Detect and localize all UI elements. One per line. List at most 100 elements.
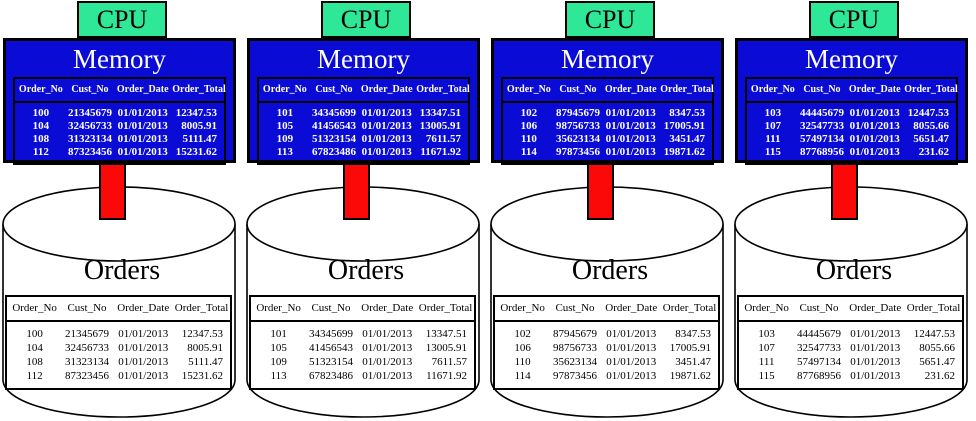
column-header-order-date: Order_Date — [601, 78, 661, 103]
table-cell: 100 — [26, 328, 43, 340]
table-cell: 104 — [26, 342, 43, 354]
table-cell: 7611.57 — [425, 133, 461, 145]
table-cell: 01/01/2013 — [362, 328, 413, 340]
table-cell: 101 — [276, 107, 294, 119]
memory-title: Memory — [73, 44, 166, 74]
table-cell: 01/01/2013 — [117, 133, 168, 145]
table-cell: 01/01/2013 — [849, 107, 900, 119]
table-cell: 35623134 — [553, 356, 597, 368]
orders-title: Orders — [327, 255, 405, 286]
cpu-label: CPU — [96, 4, 148, 34]
column-header-order-date: Order_Date — [113, 78, 173, 103]
table-cell: 97873456 — [553, 370, 597, 382]
table-cell: 01/01/2013 — [850, 328, 901, 340]
table-cell: 8055.66 — [919, 342, 955, 354]
table-cell: 87323456 — [65, 370, 109, 382]
table-cell: 112 — [32, 146, 49, 158]
table-cell: 57497134 — [799, 133, 844, 145]
table-cell: 107 — [758, 342, 775, 354]
orders-table-header: Order_No Cust_No Order_Date Order_Total — [494, 296, 719, 322]
table-cell: 109 — [270, 356, 287, 368]
table-cell: 8005.91 — [187, 342, 223, 354]
column-header-order-no: Order_No — [14, 78, 67, 103]
memory-disk-connector — [343, 158, 370, 220]
table-cell: 115 — [758, 370, 775, 382]
partition-column-4: CPU Memory Order_No Cust_No Order_Date O… — [732, 0, 976, 421]
table-cell: 111 — [765, 133, 781, 145]
table-cell: 31323134 — [67, 133, 112, 145]
cpu-label: CPU — [340, 4, 392, 34]
table-cell: 12347.53 — [181, 328, 223, 340]
column-header-cust-no: Cust_No — [550, 296, 600, 322]
table-cell: 3451.47 — [669, 133, 705, 145]
table-cell: 67823486 — [309, 370, 353, 382]
table-cell: 231.62 — [918, 146, 949, 158]
table-cell: 87945679 — [553, 328, 597, 340]
orders-table-header: Order_No Cust_No Order_Date Order_Total — [6, 296, 231, 322]
table-cell: 01/01/2013 — [361, 133, 412, 145]
column-header-cust-no: Cust_No — [66, 78, 114, 103]
table-cell: 115 — [764, 146, 781, 158]
memory-table-header: Order_No Cust_No Order_Date Order_Total — [502, 78, 714, 103]
column-header-order-total: Order_Total — [904, 78, 958, 103]
column-header-order-total: Order_Total — [418, 296, 475, 322]
table-cell: 103 — [764, 107, 782, 119]
table-cell: 01/01/2013 — [606, 342, 657, 354]
column-header-order-date: Order_Date — [355, 296, 419, 322]
table-cell: 21345679 — [67, 107, 112, 119]
table-cell: 19871.62 — [669, 370, 711, 382]
table-cell: 31323134 — [65, 356, 109, 368]
table-cell: 01/01/2013 — [361, 107, 412, 119]
table-cell: 41456543 — [309, 342, 353, 354]
table-cell: 01/01/2013 — [606, 356, 657, 368]
table-cell: 98756733 — [553, 342, 597, 354]
table-cell: 98756733 — [555, 120, 600, 132]
table-cell: 67823486 — [311, 146, 356, 158]
orders-table: Order_No Cust_No Order_Date Order_Total … — [493, 295, 720, 390]
table-cell: 104 — [32, 120, 50, 132]
table-cell: 51323154 — [311, 133, 356, 145]
table-cell: 103 — [758, 328, 775, 340]
table-cell: 13005.91 — [425, 342, 467, 354]
table-cell: 17005.91 — [669, 342, 711, 354]
column-header-order-no: Order_No — [502, 78, 555, 103]
orders-title: Orders — [83, 255, 161, 286]
memory-disk-connector — [831, 158, 858, 220]
table-cell: 13347.51 — [419, 107, 461, 119]
table-cell: 32547733 — [797, 342, 841, 354]
orders-table: Order_No Cust_No Order_Date Order_Total … — [5, 295, 232, 390]
table-cell: 32456733 — [65, 342, 109, 354]
column-header-order-total: Order_Total — [662, 296, 719, 322]
table-cell: 01/01/2013 — [117, 120, 168, 132]
table-cell: 01/01/2013 — [605, 107, 656, 119]
memory-box: Memory Order_No Cust_No Order_Date Order… — [735, 38, 968, 165]
table-cell: 13347.51 — [425, 328, 467, 340]
table-cell: 01/01/2013 — [118, 370, 169, 382]
table-cell: 110 — [520, 133, 537, 145]
table-cell: 109 — [276, 133, 294, 145]
column-header-order-date: Order_Date — [599, 296, 663, 322]
column-header-order-date: Order_Date — [111, 296, 175, 322]
table-row: 109 51323154 01/01/2013 7611.57 — [258, 133, 469, 146]
table-cell: 87768956 — [797, 370, 841, 382]
column-header-cust-no: Cust_No — [62, 296, 112, 322]
column-header-order-no: Order_No — [6, 296, 63, 322]
table-cell: 102 — [514, 328, 531, 340]
table-cell: 87323456 — [67, 146, 112, 158]
table-cell: 108 — [26, 356, 43, 368]
table-cell: 21345679 — [65, 328, 109, 340]
table-cell: 106 — [514, 342, 531, 354]
